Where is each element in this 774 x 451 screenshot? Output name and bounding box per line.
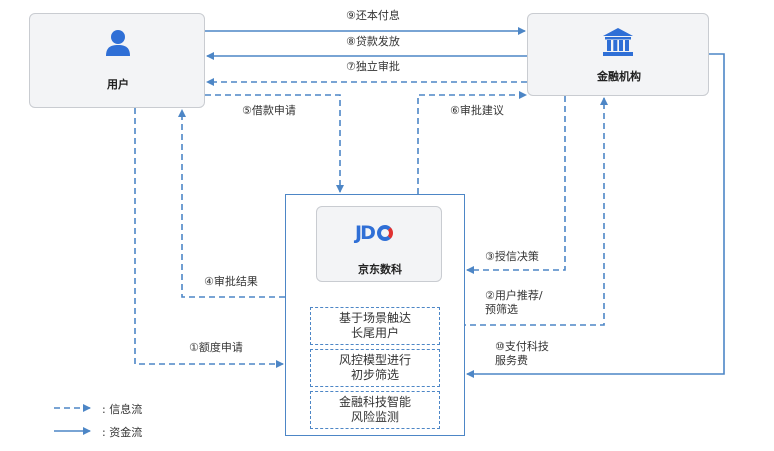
- function-risk-monitoring: 金融科技智能 风险监测: [310, 391, 440, 429]
- label-quota-apply: ①额度申请: [189, 341, 243, 354]
- function-scene-reach: 基于场景触达 长尾用户: [310, 307, 440, 345]
- label-user-recommend: ②用户推荐/ 预筛选: [485, 289, 543, 316]
- arrow-user-recommend: [440, 97, 608, 326]
- user-label: 用户: [107, 78, 129, 91]
- user-node: 用户: [29, 13, 205, 108]
- label-loan-disburse: ⑧贷款发放: [346, 35, 400, 48]
- arrow-quota-apply: [134, 108, 284, 368]
- jd-label: 京东数科: [358, 263, 402, 276]
- arrow-borrow-apply: [205, 94, 344, 193]
- label-approval-advice: ⑥审批建议: [450, 104, 504, 117]
- label-approval-result: ④审批结果: [204, 275, 258, 288]
- label-tech-service-fee: ⑩支付科技 服务费: [495, 340, 549, 367]
- arrow-credit-decision: [466, 96, 566, 274]
- user-icon: [106, 30, 130, 56]
- jd-logo: JD: [355, 221, 393, 245]
- bank-icon: [603, 28, 633, 56]
- arrow-approval-advice: [417, 91, 527, 194]
- label-borrow-apply: ⑤借款申请: [242, 104, 296, 117]
- function-risk-screening: 风控模型进行 初步筛选: [310, 349, 440, 387]
- label-credit-decision: ③授信决策: [485, 250, 539, 263]
- jd-node: JD 京东数科: [316, 206, 442, 282]
- legend-money-flow: : 资金流: [102, 426, 143, 439]
- label-repay: ⑨还本付息: [346, 9, 400, 22]
- arrow-tech-service-fee: [466, 53, 725, 378]
- bank-node: 金融机构: [527, 13, 709, 96]
- legend-info-flow: : 信息流: [102, 403, 143, 416]
- arrow-approval-result: [178, 109, 285, 298]
- bank-label: 金融机构: [597, 70, 641, 83]
- label-independent-approval: ⑦独立审批: [346, 60, 400, 73]
